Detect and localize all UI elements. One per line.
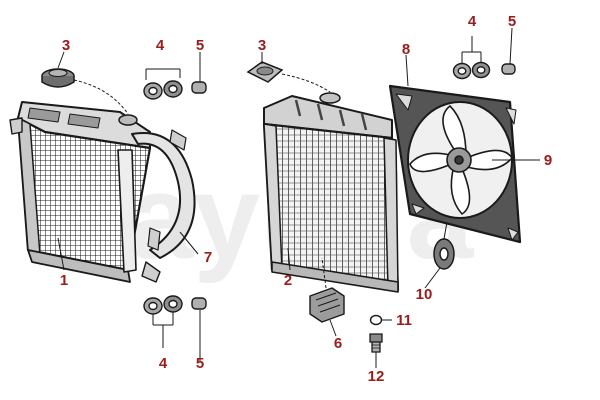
callout-drain-plug: 12 [368, 368, 385, 385]
callout-fan: 9 [544, 152, 552, 169]
callout-labels: 3 4 5 1 7 4 5 3 4 5 8 9 2 6 10 11 12 [60, 13, 552, 385]
right-bushings [452, 61, 491, 80]
left-fan-shroud [131, 129, 196, 259]
washer [369, 314, 383, 326]
drain-plug [369, 333, 383, 353]
left-upper-bushing-bracket [145, 68, 181, 80]
fan-hub [433, 238, 455, 270]
callout-right-radiator: 2 [284, 272, 292, 289]
callout-right-bushing: 4 [468, 13, 477, 30]
left-lower-bushing-bracket [152, 312, 174, 348]
callout-left-bushing-top: 4 [156, 37, 165, 54]
right-radiator [262, 92, 400, 293]
callout-left-plug-bottom: 5 [196, 355, 204, 372]
callout-left-shroud: 7 [204, 249, 212, 266]
callout-washer: 11 [396, 312, 412, 329]
left-lower-plug [191, 297, 207, 310]
left-radiator [9, 101, 161, 283]
callout-leaders [57, 27, 540, 368]
left-shroud-leader [179, 231, 199, 255]
fan-hub-leader [443, 221, 448, 240]
fan-blades [409, 104, 513, 216]
callout-right-plug: 5 [508, 13, 516, 30]
callout-fan-hub: 10 [416, 286, 433, 303]
right-radiator-cap [246, 61, 284, 83]
bracket-leader [321, 257, 327, 289]
callout-bracket: 6 [334, 335, 342, 352]
right-bushing-bracket [461, 36, 482, 63]
left-cap-leader [73, 79, 129, 115]
callout-left-radiator: 1 [60, 272, 68, 289]
left-lower-bushings [143, 295, 183, 315]
callout-right-cap: 3 [258, 37, 266, 54]
callout-left-plug-top: 5 [196, 37, 204, 54]
left-upper-bushings [143, 80, 183, 100]
callout-left-cap: 3 [62, 37, 70, 54]
right-cap-leader [281, 73, 331, 93]
right-plug [501, 63, 516, 75]
left-upper-plug [191, 81, 207, 94]
mounting-bracket [309, 287, 345, 323]
callout-fan-shroud: 8 [402, 41, 410, 58]
callout-left-bushing-bottom: 4 [159, 355, 168, 372]
left-radiator-cap [41, 68, 75, 88]
